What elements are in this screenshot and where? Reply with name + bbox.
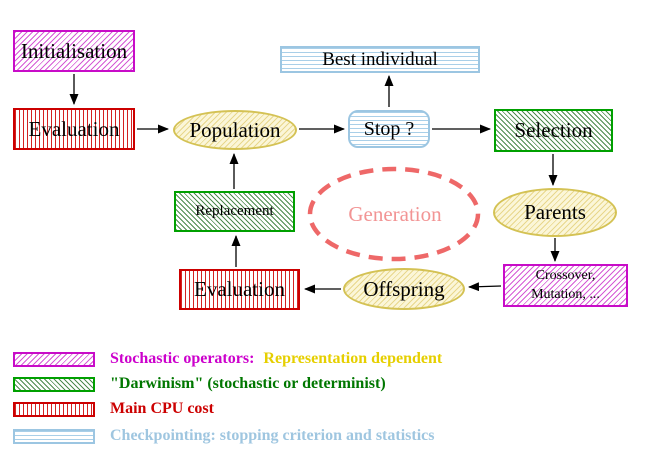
node-offspring: Offspring bbox=[343, 268, 465, 310]
node-parents: Parents bbox=[493, 188, 617, 237]
node-replacement: Replacement bbox=[174, 191, 295, 232]
node-best-individual: Best individual bbox=[280, 46, 480, 73]
legend-text-stochastic-operators: Stochastic operators: bbox=[110, 350, 255, 367]
node-crossover-mutation: Crossover, Mutation, ... bbox=[503, 264, 628, 307]
legend-row-main-cpu-cost: Main CPU cost bbox=[0, 400, 670, 419]
node-evaluation-top: Evaluation bbox=[13, 108, 135, 150]
legend-text-main-cpu-cost: Main CPU cost bbox=[110, 400, 214, 417]
node-stop: Stop ? bbox=[348, 110, 430, 148]
legend-text-representation-dependent: Representation dependent bbox=[263, 350, 443, 367]
legend-text-checkpointing: Checkpointing: stopping criterion and st… bbox=[110, 427, 435, 444]
legend-row-stochastic-operators: Stochastic operators: Representation depe… bbox=[0, 350, 670, 369]
legend-text-darwinism: "Darwinism" (stochastic or determinist) bbox=[110, 375, 386, 392]
legend-row-darwinism: "Darwinism" (stochastic or determinist) bbox=[0, 375, 670, 394]
legend-label-darwinism: "Darwinism" (stochastic or determinist) bbox=[110, 375, 386, 393]
magenta-diagonal-hatch-swatch bbox=[13, 352, 95, 367]
node-population: Population bbox=[173, 110, 297, 150]
arrow-crossover-to-offspring bbox=[468, 282, 502, 292]
green-diagonal-hatch-swatch bbox=[13, 377, 95, 392]
generation-label: Generation bbox=[348, 202, 442, 226]
cyan-horizontal-hatch-swatch bbox=[13, 429, 95, 444]
legend-label-stochastic-operators: Stochastic operators: Representation depe… bbox=[110, 350, 442, 368]
crossover-line: Crossover, bbox=[535, 267, 596, 283]
node-evaluation-bottom: Evaluation bbox=[179, 269, 300, 310]
legend-label-main-cpu-cost: Main CPU cost bbox=[110, 400, 214, 418]
red-vertical-hatch-swatch bbox=[13, 402, 95, 417]
legend-label-checkpointing: Checkpointing: stopping criterion and st… bbox=[110, 427, 434, 445]
mutation-line: Mutation, ... bbox=[531, 286, 600, 302]
crossover-mutation-lines: Crossover, Mutation, ... bbox=[531, 267, 600, 305]
legend-row-checkpointing: Checkpointing: stopping criterion and st… bbox=[0, 427, 670, 446]
node-selection: Selection bbox=[494, 109, 613, 152]
node-initialisation: Initialisation bbox=[13, 30, 135, 72]
